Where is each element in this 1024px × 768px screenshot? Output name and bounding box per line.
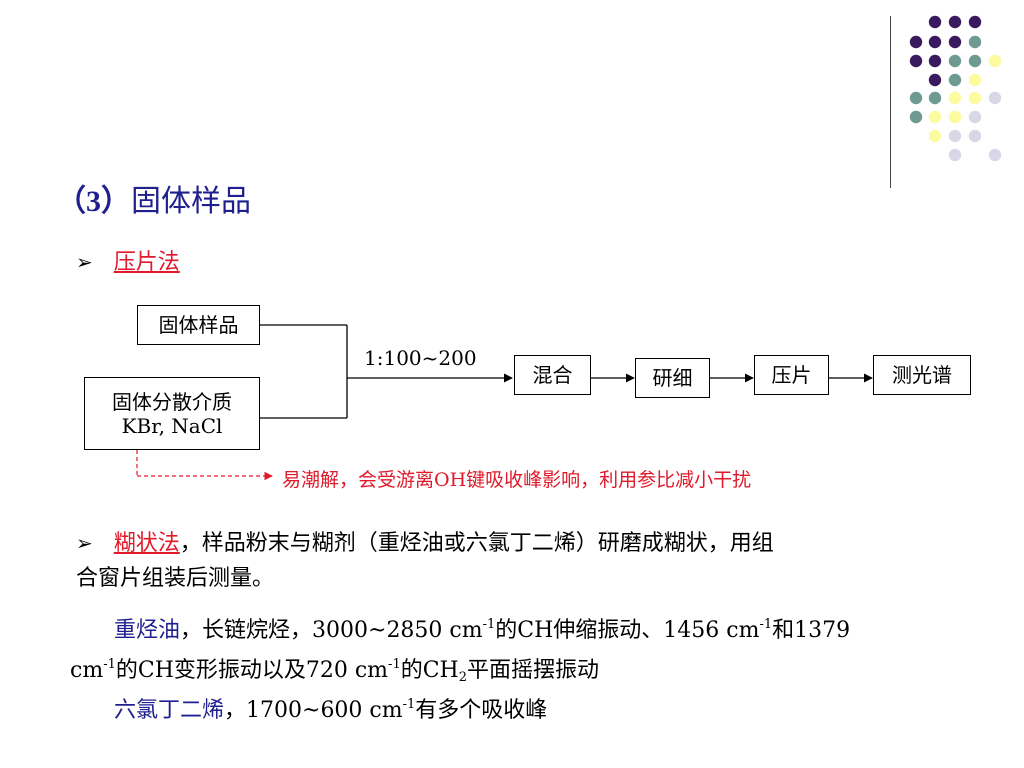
sup: -1 bbox=[759, 617, 773, 632]
heavy-oil-text-f: 的CH bbox=[400, 658, 459, 683]
slide-title: （3）固体样品 bbox=[56, 176, 251, 220]
heavy-oil-text-b: 的CH伸缩振动、1456 cm bbox=[495, 618, 760, 643]
decor-dot bbox=[948, 54, 962, 68]
medium-line2: KBr, NaCl bbox=[121, 413, 223, 438]
section-pressing: ➢ 压片法 bbox=[76, 244, 180, 276]
decor-dot bbox=[948, 73, 962, 87]
decor-dot bbox=[968, 15, 982, 29]
mull-method-label: 糊状法 bbox=[113, 531, 180, 556]
hcb-text-b: 有多个吸收峰 bbox=[415, 698, 548, 723]
decor-dot bbox=[988, 91, 1002, 105]
decor-dot bbox=[909, 35, 923, 49]
decor-dot bbox=[928, 35, 942, 49]
box-solid-sample: 固体样品 bbox=[137, 305, 260, 345]
decorative-vertical-line bbox=[890, 16, 891, 188]
decor-dot bbox=[968, 73, 982, 87]
hcb-text-a: ，1700~600 cm bbox=[224, 698, 403, 723]
mull-method-line1: ➢ 糊状法，样品粉末与糊剂（重烃油或六氯丁二烯）研磨成糊状，用组 bbox=[76, 528, 774, 559]
decor-dot bbox=[968, 35, 982, 49]
sup: -1 bbox=[402, 697, 416, 712]
decor-dot bbox=[909, 110, 923, 124]
ratio-label: 1:100~200 bbox=[364, 346, 477, 370]
decor-dot bbox=[968, 129, 982, 143]
decor-dot bbox=[968, 110, 982, 124]
decor-dot bbox=[909, 91, 923, 105]
decor-dot bbox=[928, 54, 942, 68]
box-measure-spectrum: 测光谱 bbox=[873, 355, 971, 395]
note-connector bbox=[136, 450, 273, 481]
decor-dot bbox=[988, 148, 1002, 162]
pressing-method-label: 压片法 bbox=[113, 250, 180, 275]
mull-method-desc1: ，样品粉末与糊剂（重烃油或六氯丁二烯）研磨成糊状，用组 bbox=[179, 531, 774, 556]
arrow-bullet-icon: ➢ bbox=[76, 531, 93, 555]
decor-dot bbox=[928, 110, 942, 124]
arrow-bullet-icon: ➢ bbox=[76, 250, 93, 274]
decor-dot bbox=[948, 35, 962, 49]
box-mix: 混合 bbox=[514, 355, 591, 395]
merge-connector bbox=[260, 324, 348, 419]
sup: -1 bbox=[482, 617, 496, 632]
decor-dot bbox=[948, 15, 962, 29]
box-press: 压片 bbox=[754, 355, 829, 395]
heavy-oil-label: 重烃油 bbox=[114, 618, 181, 643]
decor-dot bbox=[948, 129, 962, 143]
decor-dot bbox=[988, 54, 1002, 68]
box-dispersion-medium: 固体分散介质 KBr, NaCl bbox=[84, 377, 260, 450]
title-text: 固体样品 bbox=[131, 184, 251, 219]
box-grind: 研细 bbox=[635, 358, 710, 398]
decor-dot bbox=[968, 54, 982, 68]
heavy-oil-line1: 重烃油，长链烷烃，3000~2850 cm-1的CH伸缩振动、1456 cm-1… bbox=[114, 610, 850, 646]
heavy-oil-text-c: 和1379 bbox=[772, 618, 851, 643]
sup: -1 bbox=[388, 657, 401, 672]
mull-method-line2: 合窗片组装后测量。 bbox=[76, 566, 275, 591]
medium-line1: 固体分散介质 bbox=[112, 389, 232, 414]
sub: 2 bbox=[458, 670, 468, 685]
decor-dot bbox=[909, 54, 923, 68]
heavy-oil-text-g: 平面摇摆振动 bbox=[467, 658, 600, 683]
decor-dot bbox=[968, 91, 982, 105]
decorative-dot-grid bbox=[909, 15, 1002, 162]
heavy-oil-text-a: ，长链烷烃，3000~2850 cm bbox=[180, 618, 483, 643]
decor-dot bbox=[948, 91, 962, 105]
hexachlorobutadiene-line: 六氯丁二烯，1700~600 cm-1有多个吸收峰 bbox=[114, 690, 547, 726]
title-number: （3） bbox=[56, 185, 131, 218]
heavy-oil-text-d: cm bbox=[70, 658, 104, 683]
sup: -1 bbox=[103, 657, 116, 672]
heavy-oil-text-e: 的CH变形振动以及720 cm bbox=[115, 658, 389, 683]
heavy-oil-line2: cm-1的CH变形振动以及720 cm-1的CH2平面摇摆振动 bbox=[70, 650, 599, 693]
hexachlorobutadiene-label: 六氯丁二烯 bbox=[114, 698, 225, 723]
decor-dot bbox=[928, 73, 942, 87]
decor-dot bbox=[928, 15, 942, 29]
hygroscopic-note: 易潮解，会受游离OH键吸收峰影响，利用参比减小干扰 bbox=[282, 469, 752, 491]
decor-dot bbox=[928, 129, 942, 143]
decor-dot bbox=[948, 110, 962, 124]
decor-dot bbox=[948, 148, 962, 162]
decor-dot bbox=[928, 91, 942, 105]
